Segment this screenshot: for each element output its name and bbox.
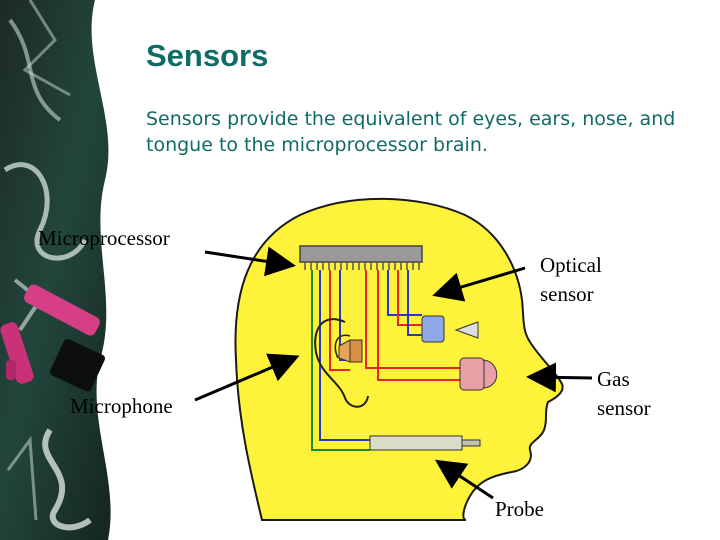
callout-arrows bbox=[194, 246, 593, 500]
optical-sensor bbox=[421, 315, 479, 343]
label-gas-line2: sensor bbox=[597, 396, 651, 420]
gas-sensor bbox=[459, 357, 498, 391]
label-gas-line1: Gas bbox=[597, 367, 630, 391]
chalkboard-decoration bbox=[0, 0, 130, 540]
microphone-sensor bbox=[338, 339, 363, 363]
label-microprocessor: Microprocessor bbox=[38, 226, 170, 250]
head-silhouette bbox=[234, 197, 564, 521]
label-optical-line1: Optical bbox=[540, 253, 602, 277]
probe-sensor bbox=[369, 435, 481, 451]
label-probe: Probe bbox=[495, 497, 544, 521]
microprocessor-chip bbox=[299, 245, 423, 270]
label-optical-line2: sensor bbox=[540, 282, 594, 306]
slide-title: Sensors bbox=[146, 38, 269, 73]
slide-body-text: Sensors provide the equivalent of eyes, … bbox=[146, 108, 676, 156]
ear-outline bbox=[314, 318, 369, 408]
sensor-wires bbox=[311, 270, 460, 451]
label-microphone: Microphone bbox=[70, 394, 173, 418]
